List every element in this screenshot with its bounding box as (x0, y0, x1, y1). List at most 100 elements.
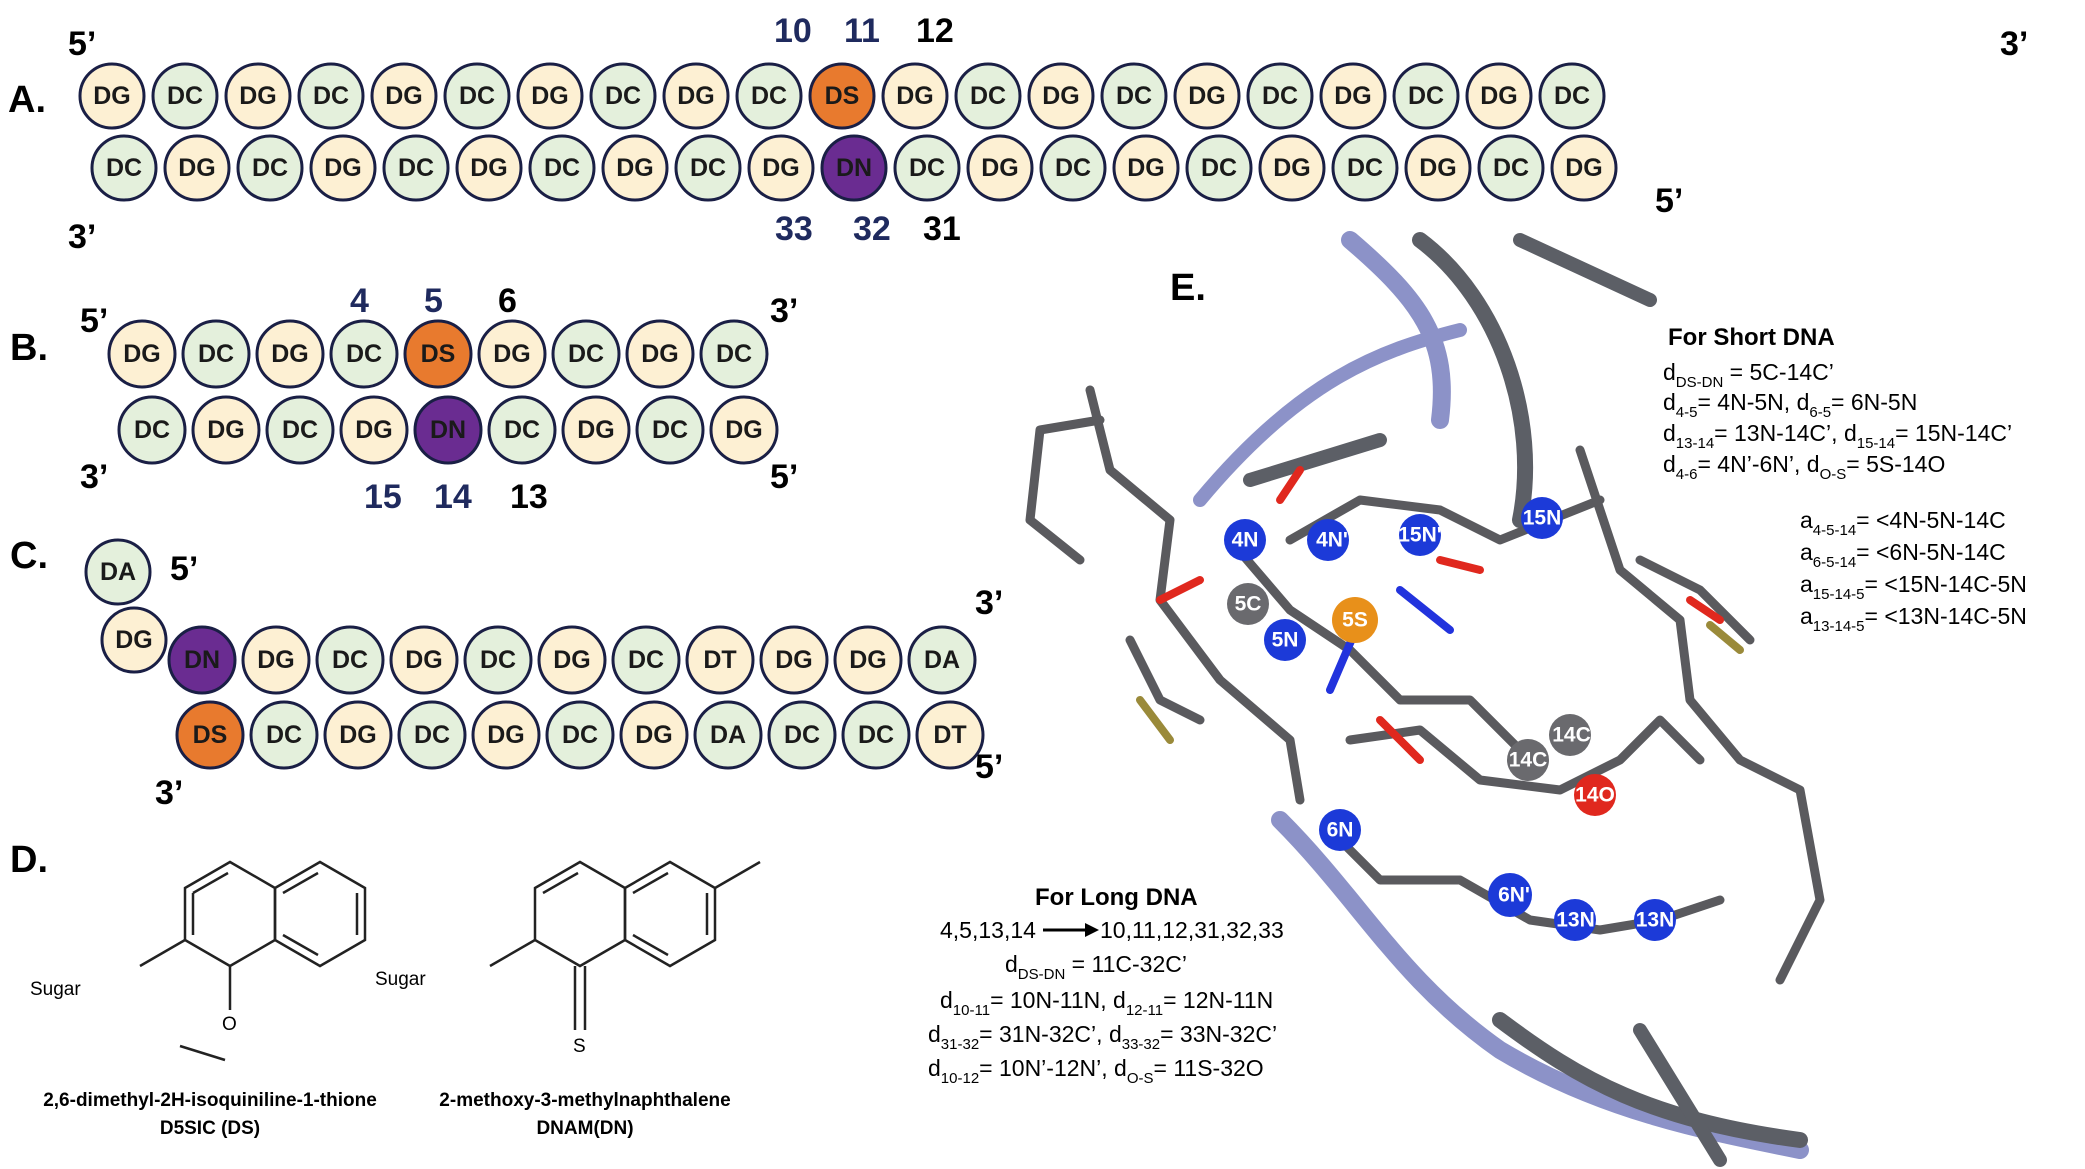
ribbon-blue-left (1193, 323, 1467, 507)
b-bottom-nucleotide-5-dc: DC (487, 395, 557, 465)
svg-text:DC: DC (167, 82, 203, 110)
b-bottom-nucleotide-0-dc: DC (117, 395, 187, 465)
svg-text:14C': 14C' (1552, 724, 1596, 747)
dn-double-bond-1 (542, 871, 579, 895)
c-top-nucleotide-6-dc: DC (611, 625, 681, 695)
atom-14o: 14O (1574, 774, 1616, 816)
angle-line-2: a6-5-14= <6N-5N-14C (1800, 539, 2006, 571)
stick-oxygen-4 (1376, 716, 1424, 764)
b-bottom-nucleotide-3-dg: DG (339, 395, 409, 465)
svg-text:DS: DS (193, 721, 228, 749)
c-top-nucleotide-3-dg: DG (389, 625, 459, 695)
svg-text:DC: DC (282, 416, 318, 444)
svg-text:DC: DC (1201, 154, 1237, 182)
a-top-nucleotide-10-ds: DS (808, 62, 876, 130)
atom-6n: 6N (1319, 809, 1361, 851)
stick-left-chain (1085, 385, 1305, 805)
panel-e-label: E. (1170, 267, 1206, 309)
angle-line-3: a15-14-5= <15N-14C-5N (1800, 571, 2027, 603)
panel-b-end-top-right: 3’ (770, 292, 798, 330)
b-bottom-nucleotide-4-dn: DN (413, 395, 483, 465)
panel-d-label: D. (10, 839, 48, 881)
long-dna-info: For Long DNA 4,5,13,14 10,11,12,31,32,33… (928, 884, 1284, 1087)
b-top-nucleotide-3-dc: DC (329, 319, 399, 389)
svg-text:DC: DC (459, 82, 495, 110)
a-top-nucleotide-3-dc: DC (297, 62, 365, 130)
dn-double-bond-4 (632, 933, 669, 957)
svg-text:DG: DG (635, 721, 673, 749)
svg-text:4N': 4N' (1316, 529, 1348, 552)
b-bottom-nucleotide-6-dg: DG (561, 395, 631, 465)
svg-text:DG: DG (981, 154, 1019, 182)
panel-b-num-13: 13 (510, 478, 548, 516)
a-top-nucleotide-15-dg: DG (1173, 62, 1241, 130)
svg-text:DG: DG (178, 154, 216, 182)
ribbon-grey-bottom-2 (1633, 1023, 1727, 1167)
svg-text:6N: 6N (1327, 819, 1354, 842)
panel-b-num-14: 14 (434, 478, 472, 516)
a-top-nucleotide-16-dc: DC (1246, 62, 1314, 130)
a-top-nucleotide-18-dc: DC (1392, 62, 1460, 130)
ds-ring-2 (273, 860, 367, 968)
panel-a-num-31: 31 (923, 210, 961, 248)
svg-text:DG: DG (1565, 154, 1603, 182)
svg-text:DG: DG (577, 416, 615, 444)
atom-4n: 4N (1224, 519, 1266, 561)
a-bottom-nucleotide-9-dg: DG (747, 134, 815, 202)
svg-text:DC: DC (909, 154, 945, 182)
a-bottom-nucleotide-19-dc: DC (1477, 134, 1545, 202)
c-bottom-nucleotide-6-dg: DG (619, 700, 689, 770)
a-bottom-nucleotide-17-dc: DC (1331, 134, 1399, 202)
a-top-nucleotide-4-dg: DG (370, 62, 438, 130)
svg-text:DG: DG (1188, 82, 1226, 110)
a-bottom-nucleotide-3-dg: DG (309, 134, 377, 202)
long-line-1: dDS-DN = 11C-32C’ (1005, 951, 1187, 983)
panel-a-num-10: 10 (774, 12, 812, 50)
short-dna-info: For Short DNA dDS-DN = 5C-14C’ d4-5= 4N-… (1663, 324, 2012, 483)
backbone-ribbons (1193, 231, 1809, 1167)
a-top-nucleotide-7-dc: DC (589, 62, 657, 130)
long-line-3: d31-32= 31N-32C’, d33-32= 33N-32C’ (928, 1021, 1277, 1053)
svg-text:DC: DC (690, 154, 726, 182)
c-top-nucleotide-9-dg: DG (833, 625, 903, 695)
b-top-nucleotide-4-ds: DS (403, 319, 473, 389)
a-bottom-nucleotide-1-dg: DG (163, 134, 231, 202)
atom-13n: 13N (1634, 899, 1676, 941)
angle-line-1: a4-5-14= <4N-5N-14C (1800, 507, 2006, 539)
c-bottom-nucleotide-8-dc: DC (767, 700, 837, 770)
panel-c-end-bottom-right: 5’ (975, 748, 1003, 786)
svg-text:DG: DG (762, 154, 800, 182)
svg-text:DS: DS (825, 82, 860, 110)
c-overhang-nucleotide-1-dg: DG (100, 606, 168, 674)
svg-text:DN: DN (836, 154, 872, 182)
a-top-nucleotide-20-dc: DC (1538, 62, 1606, 130)
atom-5s: 5S (1332, 597, 1378, 643)
stick-oxygen-5 (1686, 596, 1724, 624)
svg-text:DG: DG (324, 154, 362, 182)
c-bottom-nucleotide-2-dg: DG (323, 700, 393, 770)
angle-line-4: a13-14-5= <13N-14C-5N (1800, 603, 2027, 635)
a-top-nucleotide-19-dg: DG (1465, 62, 1533, 130)
svg-text:DG: DG (849, 646, 887, 674)
short-line-2: d4-5= 4N-5N, d6-5= 6N-5N (1663, 389, 1917, 421)
c-bottom-nucleotide-3-dc: DC (397, 700, 467, 770)
stick-oxygen-3 (1436, 556, 1484, 574)
atom-15n-prime: 15N' (1398, 514, 1442, 556)
svg-text:DG: DG (339, 721, 377, 749)
svg-text:DG: DG (553, 646, 591, 674)
c-top-nucleotide-7-dt: DT (685, 625, 755, 695)
ribbon-blue-bottom (1271, 811, 1809, 1159)
panel-b-end-bottom-right: 5’ (770, 458, 798, 496)
svg-text:DC: DC (652, 416, 688, 444)
svg-text:13N': 13N' (1556, 909, 1600, 932)
a-bottom-nucleotide-2-dc: DC (236, 134, 304, 202)
svg-text:DC: DC (1262, 82, 1298, 110)
svg-text:DC: DC (106, 154, 142, 182)
c-top-nucleotide-5-dg: DG (537, 625, 607, 695)
panel-b-num-15: 15 (364, 478, 402, 516)
svg-text:DG: DG (775, 646, 813, 674)
svg-text:DG: DG (677, 82, 715, 110)
